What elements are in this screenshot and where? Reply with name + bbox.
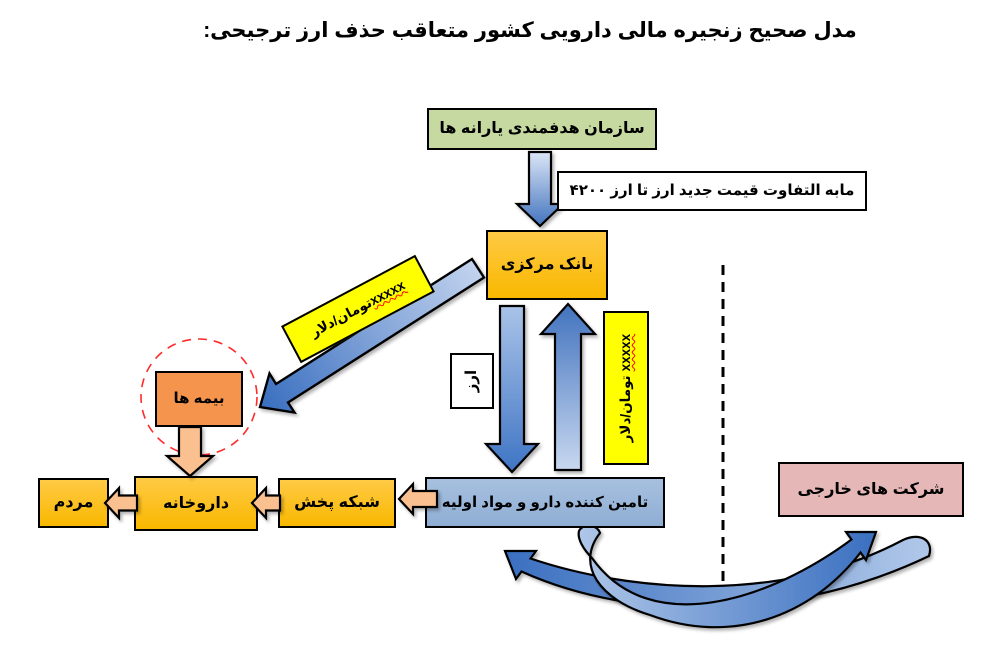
node-insurances-label: بیمه ها xyxy=(173,390,225,407)
arrow-bank-to-insurances xyxy=(258,257,486,415)
node-people: مردم xyxy=(38,478,109,528)
node-central-bank: بانک مرکزی xyxy=(486,230,608,300)
node-subsidy-org: سازمان هدفمندی یارانه ها xyxy=(427,108,657,150)
insurance-highlight-circle xyxy=(140,338,258,456)
node-supplier: تامین کننده دارو و مواد اولیه xyxy=(425,477,665,528)
arrow-bank-to-supplier xyxy=(483,304,541,474)
arrow-insurances-to-pharmacy xyxy=(164,425,216,478)
node-pharmacy-label: داروخانه xyxy=(162,494,230,512)
node-currency-label: ارز xyxy=(450,353,494,409)
node-insurances: بیمه ها xyxy=(155,371,243,427)
rate-diagonal-placeholder: xxxxx xyxy=(367,277,408,309)
arrow-subsidy-to-bank xyxy=(514,150,566,228)
arrow-supplier-to-foreign-curved xyxy=(577,524,878,629)
node-distribution-network-label: شبکه پخش xyxy=(294,494,380,512)
arrow-pharmacy-to-people xyxy=(103,485,139,521)
node-distribution-network: شبکه پخش xyxy=(278,478,396,528)
arrow-supplier-to-bank xyxy=(538,302,598,472)
arrow-network-to-pharmacy xyxy=(250,485,282,521)
node-price-diff-note-label: مابه التفاوت قیمت جدید ارز تا ارز ۴۲۰۰ xyxy=(569,182,855,199)
label-rate-vertical: xxxxxتومان/دلار xyxy=(603,311,649,465)
node-price-diff-note: مابه التفاوت قیمت جدید ارز تا ارز ۴۲۰۰ xyxy=(557,171,867,211)
node-foreign-companies-label: شرکت های خارجی xyxy=(797,480,945,498)
node-foreign-companies: شرکت های خارجی xyxy=(778,462,964,517)
node-subsidy-org-label: سازمان هدفمندی یارانه ها xyxy=(439,120,645,138)
node-pharmacy: داروخانه xyxy=(134,476,258,531)
page-title: مدل صحیح زنجیره مالی دارویی کشور متعاقب … xyxy=(203,19,857,42)
node-supplier-label: تامین کننده دارو و مواد اولیه xyxy=(441,493,649,511)
node-central-bank-label: بانک مرکزی xyxy=(500,256,594,274)
node-people-label: مردم xyxy=(53,494,94,512)
arrow-supplier-to-network xyxy=(397,481,439,517)
